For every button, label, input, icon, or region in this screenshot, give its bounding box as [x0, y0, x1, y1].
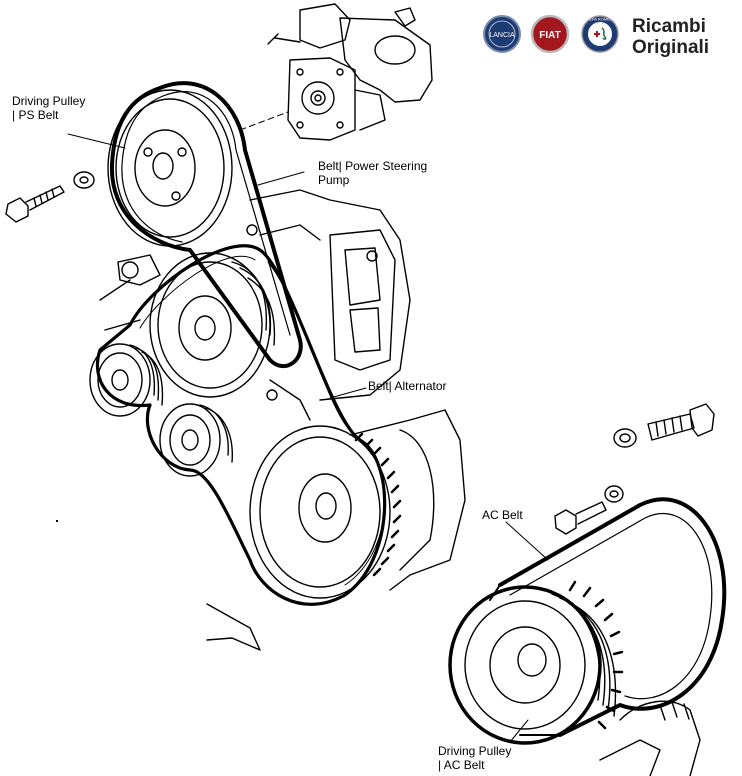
label-driving-pulley-ps-line1: Driving Pulley: [12, 94, 86, 108]
fiat-logo-icon: FIAT: [530, 14, 570, 54]
alternator-belt: [95, 244, 387, 606]
label-driving-pulley-ps: Driving Pulley | PS Belt: [12, 94, 85, 122]
brand-line1: Ricambi: [632, 16, 706, 37]
bolt-washer-ac: [554, 485, 624, 535]
brand-title: Ricambi Originali: [632, 16, 709, 58]
bolt-washer-left: [5, 171, 95, 223]
alternator-pulley: [89, 343, 164, 417]
label-driving-pulley-ac-line1: Driving Pulley: [438, 744, 512, 758]
label-driving-pulley-ps-line2: | PS Belt: [12, 108, 59, 122]
bolt-washer-right: [613, 403, 715, 448]
engine-block: [99, 189, 411, 421]
crank-pulley-middle: [149, 252, 276, 398]
crank-pulley-lower: [249, 409, 466, 599]
label-belt-alternator: Belt| Alternator: [368, 379, 447, 393]
power-steering-pump: [267, 3, 433, 141]
label-belt-power-steering-line2: Pump: [318, 173, 350, 187]
label-belt-power-steering: Belt| Power Steering Pump: [318, 159, 427, 187]
brand-line2: Originali: [632, 37, 710, 58]
fiat-logo-text: FIAT: [539, 30, 560, 41]
leader-lines: [67, 133, 549, 743]
lancia-logo-icon: LANCIA: [483, 15, 521, 53]
label-ac-belt: AC Belt: [482, 508, 523, 522]
idler-pulley: [159, 403, 233, 477]
ac-belt: [489, 497, 727, 737]
driving-pulley-ac: [448, 580, 624, 745]
alfa-romeo-logo-text: ALFA ROMEO: [587, 17, 613, 22]
label-driving-pulley-ac-line2: | AC Belt: [438, 758, 485, 772]
driving-pulley-ps: [107, 89, 233, 247]
label-belt-power-steering-line1: Belt| Power Steering: [318, 159, 428, 173]
power-steering-belt: [109, 81, 303, 368]
alfa-romeo-logo-icon: ALFA ROMEO: [581, 15, 619, 53]
crankshaft: [599, 700, 701, 776]
lancia-logo-text: LANCIA: [489, 32, 515, 39]
label-driving-pulley-ac: Driving Pulley | AC Belt: [438, 744, 511, 772]
